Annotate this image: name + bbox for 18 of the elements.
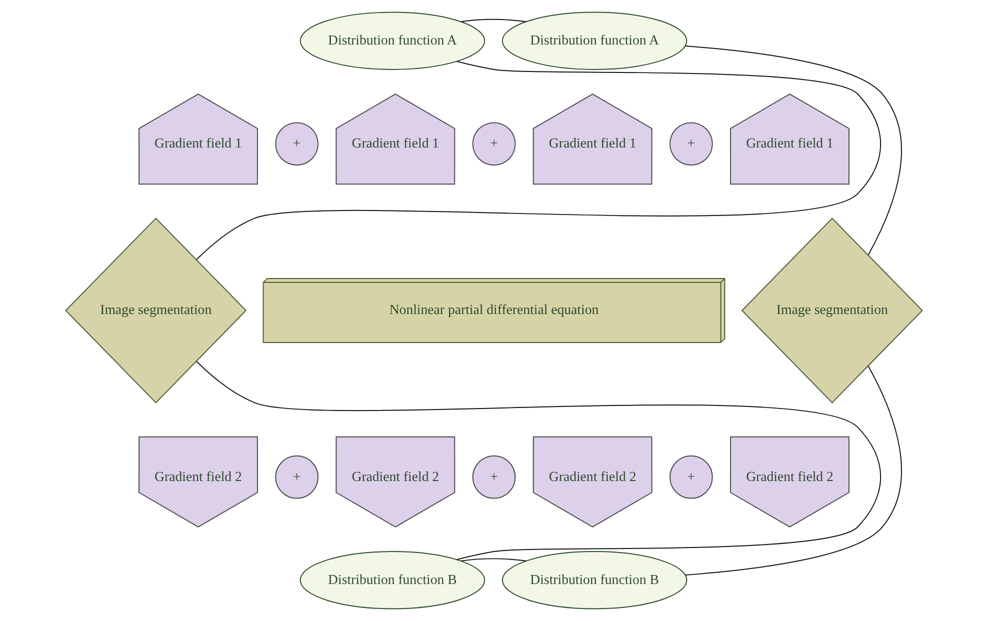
node-circle: + — [472, 122, 516, 166]
node-circle: + — [668, 122, 712, 166]
node-diamond: Image segmentation — [740, 218, 922, 404]
node-circle: + — [274, 122, 318, 166]
node-circle: + — [274, 455, 318, 499]
node-ellipse: Distribution function B — [299, 551, 485, 610]
connector — [196, 360, 881, 560]
connector — [196, 60, 881, 260]
connector — [460, 558, 526, 562]
node-circle: + — [472, 455, 516, 499]
connector — [684, 366, 902, 576]
node-ellipse: Distribution function B — [501, 551, 687, 610]
connector — [684, 46, 902, 256]
connector — [460, 18, 526, 22]
node-diamond: Image segmentation — [64, 218, 246, 404]
node-ellipse: Distribution function A — [299, 12, 485, 70]
node-ellipse: Distribution function A — [501, 12, 687, 70]
node-circle: + — [668, 455, 712, 499]
